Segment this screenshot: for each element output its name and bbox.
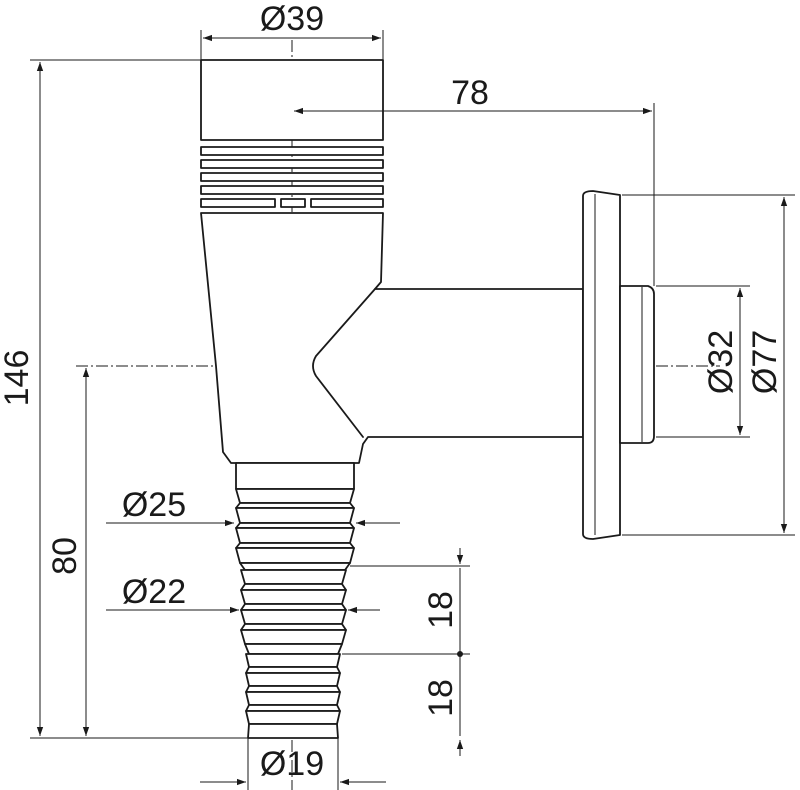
hose-tail (235, 462, 355, 739)
dim-flange-diameter: Ø77 (746, 330, 784, 394)
dimension-lines (30, 30, 795, 790)
dim-step-upper: 18 (422, 591, 460, 629)
dim-hose-d2: Ø22 (122, 573, 186, 611)
dim-hose-d3: Ø19 (260, 745, 324, 783)
dim-outlet-height: 80 (46, 537, 84, 575)
dim-top-diameter: Ø39 (260, 0, 324, 38)
vent-grille (200, 146, 384, 208)
dim-step-lower: 18 (422, 679, 460, 717)
dim-hose-d1: Ø25 (122, 486, 186, 524)
dim-offset: 78 (451, 74, 489, 112)
dim-pipe-diameter: Ø32 (702, 330, 740, 394)
valve-body (200, 59, 655, 739)
dim-total-height: 146 (0, 350, 36, 407)
